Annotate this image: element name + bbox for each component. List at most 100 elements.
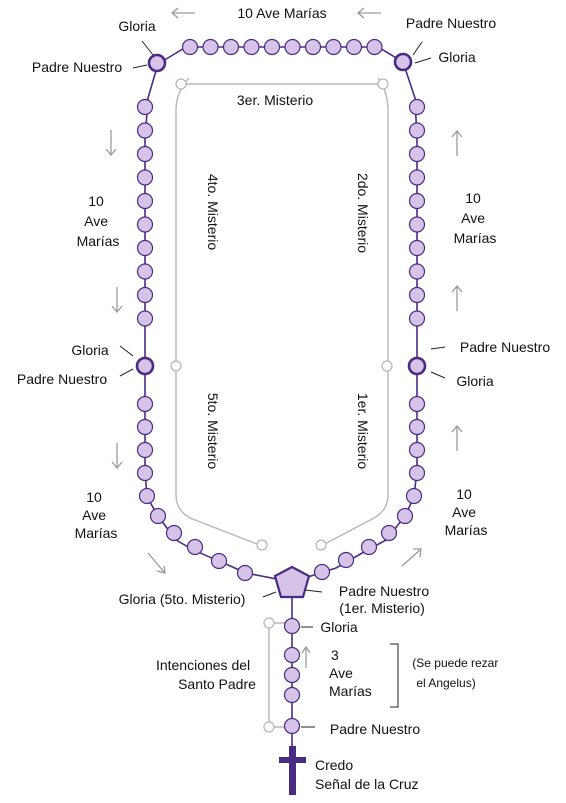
ave-maria-bead	[408, 395, 426, 413]
ave-maria-bead	[222, 38, 240, 56]
ave-maria-bead	[313, 563, 331, 581]
mystery-first: 1er. Misterio	[355, 393, 371, 469]
ave-maria-bead	[149, 507, 167, 525]
label-gloria-pendant: Gloria	[320, 619, 358, 635]
label-credo: Credo	[315, 757, 353, 773]
leader-lines	[119, 40, 446, 728]
ave-maria-bead	[136, 263, 154, 280]
ave-maria-bead	[408, 145, 426, 163]
label-gloria-mid-left: Gloria	[71, 342, 109, 358]
ave-maria-bead	[136, 418, 154, 436]
ave-maria-bead	[165, 524, 183, 542]
ave-maria-bead	[337, 551, 355, 569]
ave-maria-bead	[263, 38, 281, 56]
ave-maria-bead	[408, 263, 426, 280]
arrow-left-icon	[170, 7, 195, 19]
padre-nuestro-bead	[147, 53, 167, 73]
arrow-down-icon	[111, 443, 123, 470]
ave-maria-bead	[136, 216, 154, 233]
ave-maria-bead	[284, 38, 301, 56]
label-padre-first: Padre Nuestro	[339, 583, 429, 599]
ave-maria-bead	[408, 216, 426, 233]
ave-maria-bead	[405, 487, 423, 505]
ave-maria-bead	[408, 418, 426, 436]
ave-maria-bead	[283, 686, 301, 704]
ave-maria-bead	[283, 646, 301, 664]
ave-maria-bead	[408, 98, 426, 116]
direction-arrows	[105, 7, 463, 668]
ave-maria-bead	[360, 538, 378, 556]
ave-maria-bead	[136, 395, 154, 413]
arrow-up-icon	[451, 129, 463, 156]
ave-maria-bead	[408, 192, 426, 210]
label-gloria-mid-right: Gloria	[456, 373, 494, 389]
ave-maria-bead	[136, 441, 154, 459]
arrow-up-icon	[451, 284, 463, 311]
ave-maria-bead	[408, 286, 426, 304]
ave-maria-bead	[304, 38, 322, 56]
ave-maria-bead	[236, 564, 254, 582]
label-left-lower-ave: 10 Ave Marías	[75, 489, 118, 541]
ave-maria-bead	[136, 310, 154, 327]
ave-maria-bead	[210, 552, 228, 570]
ave-maria-bead	[396, 507, 414, 525]
label-three-ave: 3 Ave Marías	[329, 647, 372, 699]
labels: 10 Ave Marías Gloria Padre Nuestro Padre…	[17, 5, 550, 792]
ave-maria-bead	[136, 98, 154, 116]
mystery-fifth: 5to. Misterio	[205, 393, 221, 469]
arrow-down-icon	[105, 130, 117, 157]
mystery-second: 2do. Misterio	[355, 173, 371, 253]
label-angelus-note: (Se puede rezar el Angelus)	[412, 656, 501, 690]
ave-maria-bead	[136, 239, 154, 257]
label-intenciones: Intenciones del Santo Padre	[156, 657, 256, 692]
label-padre-first-sub: (1er. Misterio)	[339, 600, 425, 616]
ave-maria-bead	[408, 169, 426, 186]
ave-maria-bead	[243, 38, 260, 56]
label-gloria-top-right: Gloria	[438, 49, 476, 65]
mystery-fourth: 4to. Misterio	[205, 174, 221, 250]
guide-rings	[170, 78, 393, 733]
label-right-lower-ave: 10 Ave Marías	[445, 486, 488, 538]
ave-maria-bead	[136, 192, 154, 210]
arrow-left-icon	[356, 7, 381, 19]
ave-maria-bead	[408, 310, 426, 327]
ave-maria-bead	[202, 38, 219, 56]
rosary-chain	[144, 46, 418, 760]
arrow-down-right-icon	[147, 552, 166, 574]
ave-maria-bead	[408, 239, 426, 257]
label-padre-top-left: Padre Nuestro	[32, 59, 122, 75]
ave-maria-bead	[136, 169, 154, 186]
label-top-ave: 10 Ave Marías	[237, 5, 326, 21]
padre-nuestro-bead	[283, 717, 301, 735]
ave-maria-bead	[181, 38, 199, 56]
ave-maria-bead	[366, 38, 383, 56]
pentagon-medal-icon	[273, 565, 311, 599]
ave-maria-bead	[408, 441, 426, 459]
padre-nuestro-bead	[407, 356, 427, 376]
arrow-down-icon	[111, 287, 123, 314]
label-gloria-top-left: Gloria	[118, 18, 156, 34]
padre-nuestro-bead	[393, 52, 413, 72]
ave-maria-bead	[186, 538, 204, 556]
label-padre-top-right: Padre Nuestro	[406, 15, 496, 31]
gloria-bead	[283, 617, 301, 635]
ave-maria-bead	[136, 286, 154, 304]
label-left-upper-ave: 10 Ave Marías	[77, 193, 120, 249]
ave-maria-bead	[380, 524, 398, 542]
padre-nuestro-bead	[135, 356, 155, 376]
ave-maria-bead	[345, 38, 363, 56]
rosary-beads	[135, 38, 427, 735]
label-padre-mid-right: Padre Nuestro	[460, 339, 550, 355]
ave-maria-bead	[408, 464, 426, 482]
ave-maria-bead	[325, 38, 342, 56]
ave-maria-bead	[408, 122, 426, 139]
arrow-up-right-icon	[401, 548, 422, 567]
ave-maria-bead	[136, 145, 154, 163]
mystery-third: 3er. Misterio	[237, 92, 313, 108]
label-senal: Señal de la Cruz	[315, 776, 419, 792]
label-gloria-fifth: Gloria (5to. Misterio)	[119, 591, 246, 607]
label-padre-pendant: Padre Nuestro	[330, 721, 420, 737]
cross-icon	[279, 746, 306, 795]
label-right-upper-ave: 10 Ave Marías	[454, 190, 497, 246]
label-padre-mid-left: Padre Nuestro	[17, 371, 107, 387]
